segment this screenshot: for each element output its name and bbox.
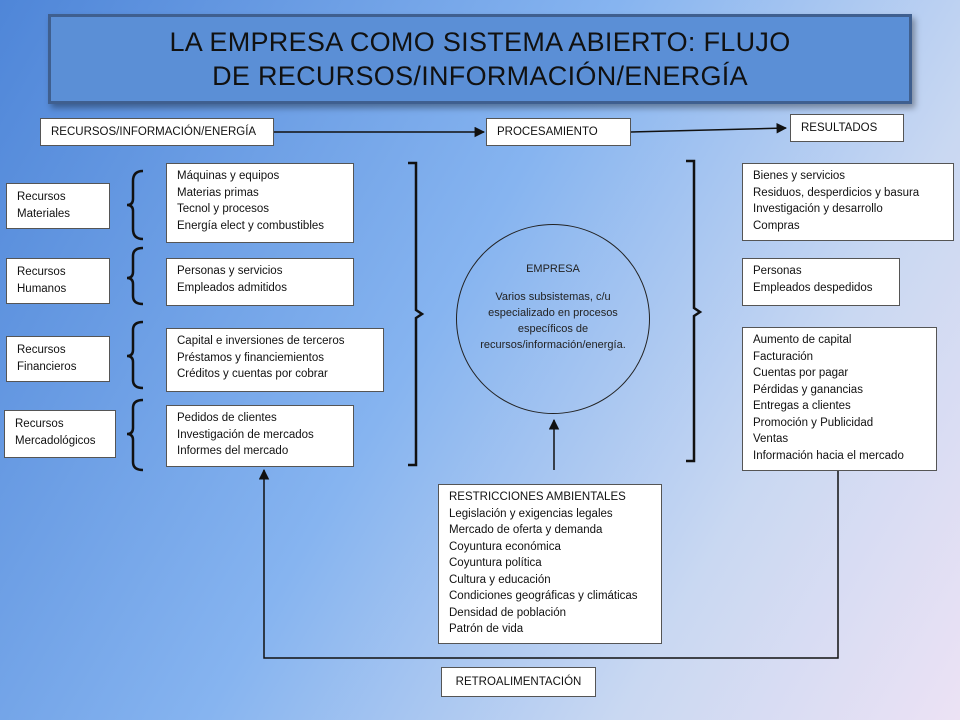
detail-item: Préstamos y financiemientos (177, 351, 325, 364)
result-item: Información hacia el mercado (753, 449, 904, 462)
resource-details-mercadologicos: Pedidos de clientes Investigación de mer… (166, 405, 354, 467)
arrow-processing-to-results (630, 122, 788, 134)
result-item: Investigación y desarrollo (753, 203, 883, 215)
feedback-loop-line (258, 468, 839, 659)
restriction-item: Legislación y exigencias legales (449, 507, 613, 520)
company-description: Varios subsistemas, c/u especializado en… (480, 291, 626, 351)
detail-item: Capital e inversiones de terceros (177, 335, 345, 347)
detail-item: Materias primas (177, 186, 259, 199)
resource-details-humanos: Personas y servicios Empleados admitidos (166, 258, 354, 306)
bracket-mercadologicos (126, 398, 144, 472)
resource-category-financieros: Recursos Financieros (6, 336, 110, 382)
restriction-item: Patrón de vida (449, 623, 524, 635)
resource-details-financieros: Capital e inversiones de terceros Présta… (166, 328, 384, 392)
result-item: Cuentas por pagar (753, 367, 849, 379)
resource-category-humanos: Recursos Humanos (6, 258, 110, 304)
detail-item: Tecnol y procesos (177, 203, 270, 215)
detail-item: Máquinas y equipos (177, 170, 280, 182)
company-label: EMPRESA (526, 263, 580, 275)
bracket-results (686, 159, 703, 463)
result-item: Ventas (753, 433, 789, 445)
resource-category-label: Recursos Mercadológicos (15, 418, 96, 447)
restrictions-title: RESTRICCIONES AMBIENTALES (449, 491, 626, 503)
restriction-item: Coyuntura política (449, 557, 542, 569)
resource-category-label: Recursos Humanos (17, 266, 67, 295)
page-title: LA EMPRESA COMO SISTEMA ABIERTO: FLUJO D… (48, 14, 912, 104)
restriction-item: Densidad de población (449, 606, 567, 619)
detail-item: Personas y servicios (177, 265, 283, 277)
restriction-item: Cultura y educación (449, 573, 551, 586)
inputs-box: RECURSOS/INFORMACIÓN/ENERGÍA (40, 118, 274, 146)
detail-item: Investigación de mercados (177, 428, 314, 441)
detail-item: Empleados admitidos (177, 281, 287, 294)
detail-item: Informes del mercado (177, 445, 289, 457)
result-item: Entregas a clientes (753, 400, 851, 412)
resource-category-mercadologicos: Recursos Mercadológicos (4, 410, 116, 458)
detail-item: Energía elect y combustibles (177, 219, 325, 232)
result-item: Personas (753, 265, 802, 277)
result-item: Pérdidas y ganancias (753, 383, 863, 396)
processing-box: PROCESAMIENTO (486, 118, 631, 146)
resource-category-label: Recursos Financieros (17, 344, 77, 373)
restriction-item: Coyuntura económica (449, 540, 561, 553)
bracket-humanos (126, 246, 144, 306)
result-item: Aumento de capital (753, 334, 852, 346)
resource-category-label: Recursos Materiales (17, 191, 71, 220)
result-item: Bienes y servicios (753, 170, 846, 182)
resource-details-materiales: Máquinas y equipos Materias primas Tecno… (166, 163, 354, 243)
results-products: Bienes y servicios Residuos, desperdicio… (742, 163, 954, 241)
result-item: Residuos, desperdicios y basura (753, 186, 920, 199)
feedback-box: RETROALIMENTACIÓN (441, 667, 596, 697)
inputs-label: RECURSOS/INFORMACIÓN/ENERGÍA (51, 126, 257, 138)
detail-item: Pedidos de clientes (177, 412, 277, 424)
detail-item: Créditos y cuentas por cobrar (177, 368, 328, 380)
results-people: Personas Empleados despedidos (742, 258, 900, 306)
results-box: RESULTADOS (790, 114, 904, 142)
result-item: Promoción y Publicidad (753, 416, 874, 429)
bracket-inputs (408, 161, 425, 467)
company-circle: EMPRESA Varios subsistemas, c/u especial… (456, 224, 650, 414)
results-label: RESULTADOS (801, 122, 878, 134)
restriction-item: Condiciones geográficas y climáticas (449, 590, 638, 602)
feedback-label: RETROALIMENTACIÓN (455, 676, 582, 688)
resource-category-materiales: Recursos Materiales (6, 183, 110, 229)
processing-label: PROCESAMIENTO (497, 126, 598, 138)
bracket-financieros (126, 320, 144, 390)
restrictions-box: RESTRICCIONES AMBIENTALES Legislación y … (438, 484, 662, 644)
result-item: Compras (753, 219, 800, 232)
page-title-text: LA EMPRESA COMO SISTEMA ABIERTO: FLUJO D… (169, 27, 791, 91)
bracket-materiales (126, 169, 144, 241)
result-item: Empleados despedidos (753, 281, 873, 294)
result-item: Facturación (753, 350, 814, 363)
results-financial: Aumento de capital Facturación Cuentas p… (742, 327, 937, 471)
restriction-item: Mercado de oferta y demanda (449, 524, 603, 536)
